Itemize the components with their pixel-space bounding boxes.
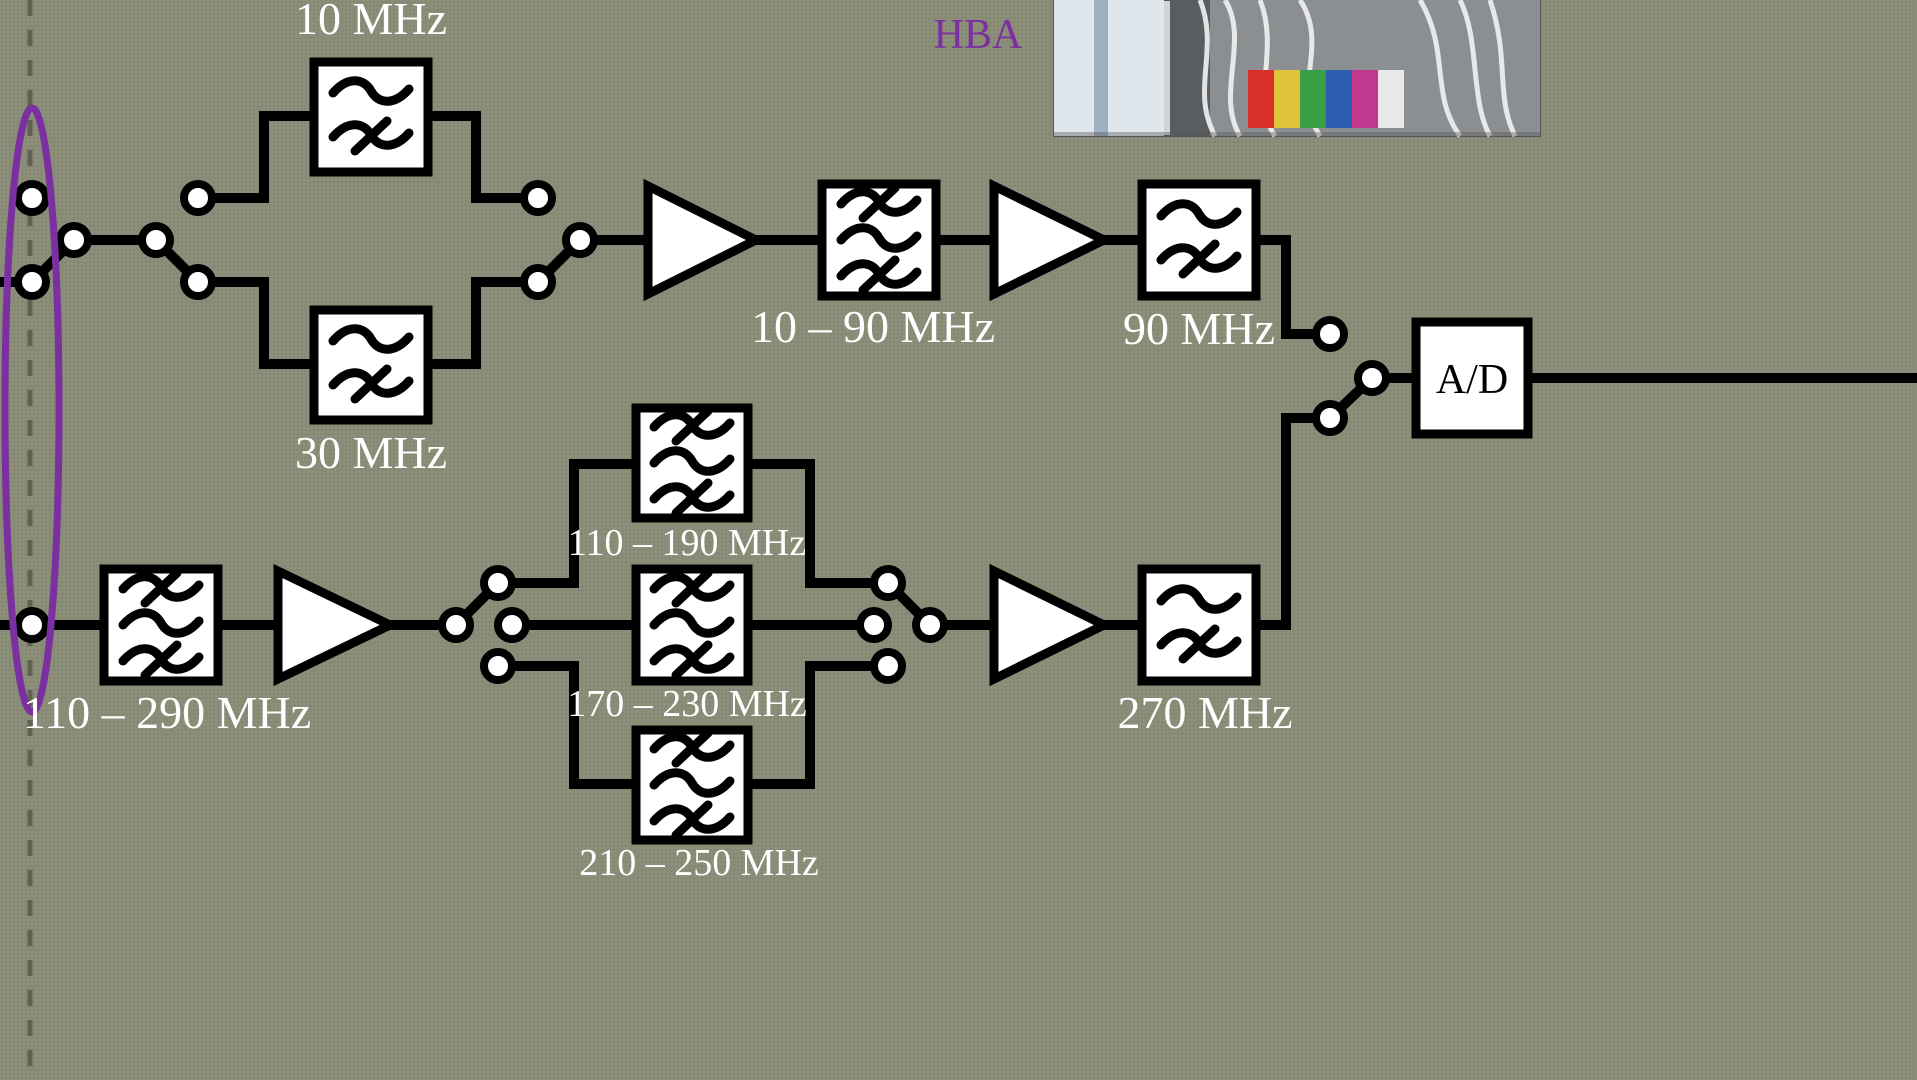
photo-color-label <box>1274 70 1300 128</box>
label-110-290mhz: 110 – 290 MHz <box>23 687 311 738</box>
switch-port <box>184 184 212 212</box>
label-90mhz: 90 MHz <box>1123 303 1275 354</box>
switch-port <box>874 569 902 597</box>
switch-port <box>484 569 512 597</box>
label-10mhz: 10 MHz <box>295 0 447 44</box>
switch-port <box>874 652 902 680</box>
amplifier-upper-2 <box>994 186 1104 294</box>
filter-170-230mhz-bandpass <box>636 569 748 681</box>
filter-110-290mhz-bandpass <box>104 569 218 681</box>
filter-270mhz-lowpass <box>1142 569 1256 681</box>
switch-port <box>18 184 46 212</box>
switch-port <box>184 268 212 296</box>
switch-port <box>18 611 46 639</box>
switch-port <box>1358 364 1386 392</box>
switch-port <box>860 611 888 639</box>
label-110-190mhz: 110 – 190 MHz <box>568 522 806 564</box>
label-170-230mhz: 170 – 230 MHz <box>567 683 807 725</box>
switch-port <box>524 184 552 212</box>
filter-110-190mhz-bandpass <box>636 408 748 518</box>
label-210-250mhz: 210 – 250 MHz <box>579 842 819 884</box>
label-270mhz: 270 MHz <box>1117 687 1292 738</box>
filter-10mhz-lowpass <box>314 62 428 172</box>
amplifier-upper-1 <box>648 186 756 294</box>
switch-port <box>142 226 170 254</box>
switch-port <box>498 611 526 639</box>
photo-color-label <box>1326 70 1352 128</box>
filter-210-250mhz-bandpass <box>636 730 748 840</box>
filter-90mhz-lowpass <box>1142 184 1256 296</box>
wiring <box>0 116 1917 784</box>
switch-port <box>566 226 594 254</box>
filter-30mhz-lowpass <box>314 310 428 420</box>
switch-port <box>1316 404 1344 432</box>
ad-label: A/D <box>1436 357 1508 403</box>
switch-port <box>524 268 552 296</box>
amplifier-lower-1 <box>278 571 390 679</box>
hba-label: HBA <box>934 12 1023 58</box>
label-30mhz: 30 MHz <box>295 427 447 478</box>
switch-port <box>916 611 944 639</box>
receiver-photo <box>1054 0 1540 136</box>
switch-port <box>18 268 46 296</box>
amplifier-lower-2 <box>994 571 1104 679</box>
label-10-90mhz: 10 – 90 MHz <box>751 301 995 352</box>
photo-color-label <box>1248 70 1274 128</box>
filter-10-90mhz-bandpass <box>822 184 936 296</box>
switch-port <box>442 611 470 639</box>
photo-color-label <box>1300 70 1326 128</box>
switch-port <box>484 652 512 680</box>
photo-color-label <box>1352 70 1378 128</box>
switch-port <box>60 226 88 254</box>
switch-port <box>1316 320 1344 348</box>
photo-color-label <box>1378 70 1404 128</box>
